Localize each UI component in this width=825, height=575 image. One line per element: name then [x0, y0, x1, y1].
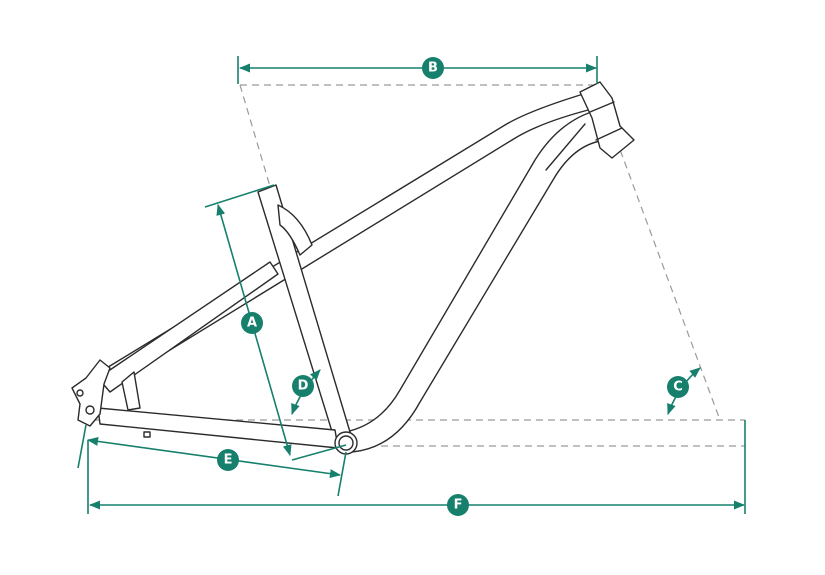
badge-c-label: C — [673, 380, 683, 395]
badge-d-label: D — [298, 379, 309, 394]
dimension-lines — [77, 56, 746, 514]
chain-stay — [97, 407, 339, 449]
head-tube-ring-2 — [595, 127, 623, 141]
badge-e: E — [217, 449, 239, 471]
dim-e-tick-right — [337, 451, 347, 497]
badge-a: A — [241, 312, 263, 334]
dim-e-line — [86, 436, 342, 479]
badge-b-label: B — [428, 61, 438, 76]
brake-bridge — [121, 371, 141, 411]
bike-frame — [71, 81, 635, 455]
badge-b: B — [422, 57, 444, 79]
dim-a-tick-top — [204, 184, 275, 208]
badge-c: C — [667, 376, 689, 398]
bottom-bracket-shell — [334, 431, 358, 455]
stay-tab — [143, 431, 151, 438]
dim-a-tick-bottom — [291, 444, 347, 461]
head-tube-ring-1 — [589, 101, 615, 113]
badge-e-label: E — [224, 453, 233, 468]
down-tube-inner-1 — [545, 123, 586, 171]
badge-d: D — [292, 375, 314, 397]
axle-hole — [85, 405, 95, 415]
dropout-bolt — [76, 389, 84, 397]
rear-dropout — [71, 359, 111, 427]
seat-tube — [257, 184, 351, 439]
badge-f-label: F — [454, 498, 463, 513]
badge-a-label: A — [247, 316, 257, 331]
badge-f: F — [447, 494, 469, 516]
guide-head-axis — [611, 127, 721, 421]
head-tube — [579, 81, 635, 159]
dim-e-tick-left — [77, 424, 87, 469]
